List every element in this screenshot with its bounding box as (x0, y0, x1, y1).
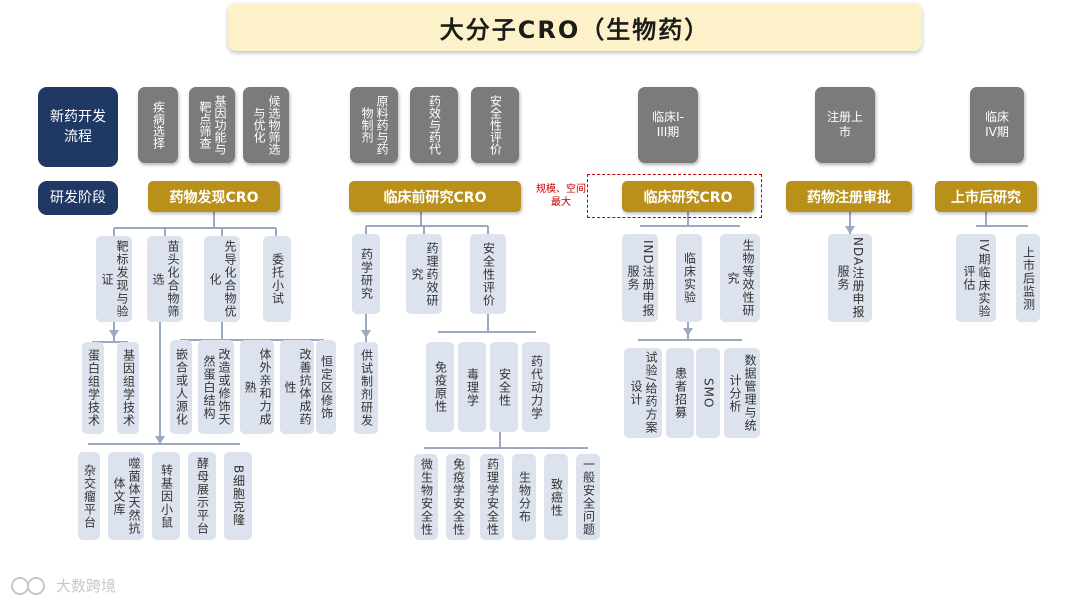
preclinical-pharmacology-safety: 药理学安全性 (480, 454, 504, 540)
clinical-data-management: 数据管理与统计分析 (724, 348, 760, 438)
step-gene-target: 基因功能与靶点筛查 (189, 87, 235, 163)
preclinical-pharmacology: 药理药效研究 (406, 234, 442, 314)
discovery-outsourced-trial: 委托小试 (263, 236, 291, 322)
discovery-b-cell-cloning: B细胞克隆 (224, 452, 252, 540)
discovery-affinity-maturation: 体外亲和力成熟 (240, 340, 274, 434)
clinical-trials: 临床实验 (676, 234, 702, 322)
stage-label: 研发阶段 (38, 181, 118, 215)
discovery-chimeric-humanized: 嵌合或人源化 (170, 340, 192, 434)
discovery-target-validation: 靶标发现与验证 (96, 236, 132, 322)
discovery-transgenic-mice: 转基因小鼠 (152, 452, 180, 540)
step-clinical-4-text: 临床IV期 (984, 110, 1009, 139)
process-label: 新药开发流程 (38, 87, 118, 167)
discovery-genomics: 基因组学技术 (117, 342, 139, 434)
preclinical-biodistribution: 生物分布 (512, 454, 536, 540)
preclinical-toxicology: 毒理学 (458, 342, 486, 432)
category-registration: 药物注册审批 (786, 181, 912, 212)
category-clinical-cro: 临床研究CRO (622, 181, 754, 212)
preclinical-safety-2: 安全性 (490, 342, 518, 432)
clinical-patient-recruitment: 患者招募 (666, 348, 694, 438)
preclinical-pharmaceutics: 药学研究 (352, 234, 380, 314)
step-safety-evaluation: 安全性评价 (471, 87, 519, 163)
category-postmarket: 上市后研究 (935, 181, 1037, 212)
clinical-bioequivalence: 生物等效性研究 (720, 234, 760, 322)
discovery-druggability: 改善抗体成药性 (280, 340, 314, 434)
step-api-formulation: 原料药与药物制剂 (350, 87, 398, 163)
discovery-proteomics: 蛋白组学技术 (82, 342, 104, 434)
registration-nda: NDA注册申报服务 (828, 234, 872, 322)
step-disease-selection: 疾病选择 (138, 87, 178, 163)
step-candidate-screening: 候选物筛选与优化 (243, 87, 289, 163)
process-label-text: 新药开发流程 (50, 109, 106, 145)
step-clinical-1-3-text: 临床I-III期 (652, 110, 684, 139)
preclinical-immunology-safety: 免疫学安全性 (446, 454, 470, 540)
discovery-yeast-display: 酵母展示平台 (188, 452, 216, 540)
clinical-protocol-design: 试验/给药方案设计 (624, 348, 662, 438)
preclinical-test-formulation: 供试制剂研发 (354, 342, 378, 434)
watermark-text: 大数跨境 (56, 576, 117, 595)
discovery-lead-optimization: 先导化合物优化 (204, 236, 240, 322)
discovery-constant-region: 恒定区修饰 (316, 340, 336, 434)
highlight-frame (587, 174, 762, 218)
preclinical-general-safety: 一般安全问题 (576, 454, 600, 540)
discovery-phage-library: 噬菌体天然抗体文库 (108, 452, 144, 540)
postmarket-surveillance: 上市后监测 (1016, 234, 1040, 322)
discovery-modify-natural-protein: 改造或修饰天然蛋白结构 (198, 340, 234, 434)
step-pharmacodynamics: 药效与药代 (410, 87, 458, 163)
scale-note: 规模、空间最大 (536, 184, 586, 208)
step-clinical-4: 临床IV期 (970, 87, 1024, 163)
preclinical-carcinogenicity: 致癌性 (544, 454, 568, 540)
discovery-hybridoma: 杂交瘤平台 (78, 452, 100, 540)
category-discovery-cro: 药物发现CRO (148, 181, 280, 212)
preclinical-pharmacokinetics: 药代动力学 (522, 342, 550, 432)
step-registration-text: 注册上市 (826, 110, 863, 139)
preclinical-immunogenicity: 免疫原性 (426, 342, 454, 432)
watermark: 大数跨境 (10, 574, 116, 596)
watermark-logo-icon (11, 577, 45, 595)
step-registration: 注册上市 (815, 87, 875, 163)
page-title: 大分子CRO（生物药） (228, 3, 922, 51)
clinical-ind-filing: IND注册申报服务 (622, 234, 658, 322)
postmarket-phase4: IV期临床实验评估 (956, 234, 996, 322)
discovery-hit-screening: 苗头化合物筛选 (147, 236, 183, 322)
preclinical-safety: 安全性评价 (470, 234, 506, 314)
clinical-smo: SMO (696, 348, 720, 438)
category-preclinical-cro: 临床前研究CRO (349, 181, 521, 212)
preclinical-microbial-safety: 微生物安全性 (414, 454, 438, 540)
step-clinical-1-3: 临床I-III期 (638, 87, 698, 163)
